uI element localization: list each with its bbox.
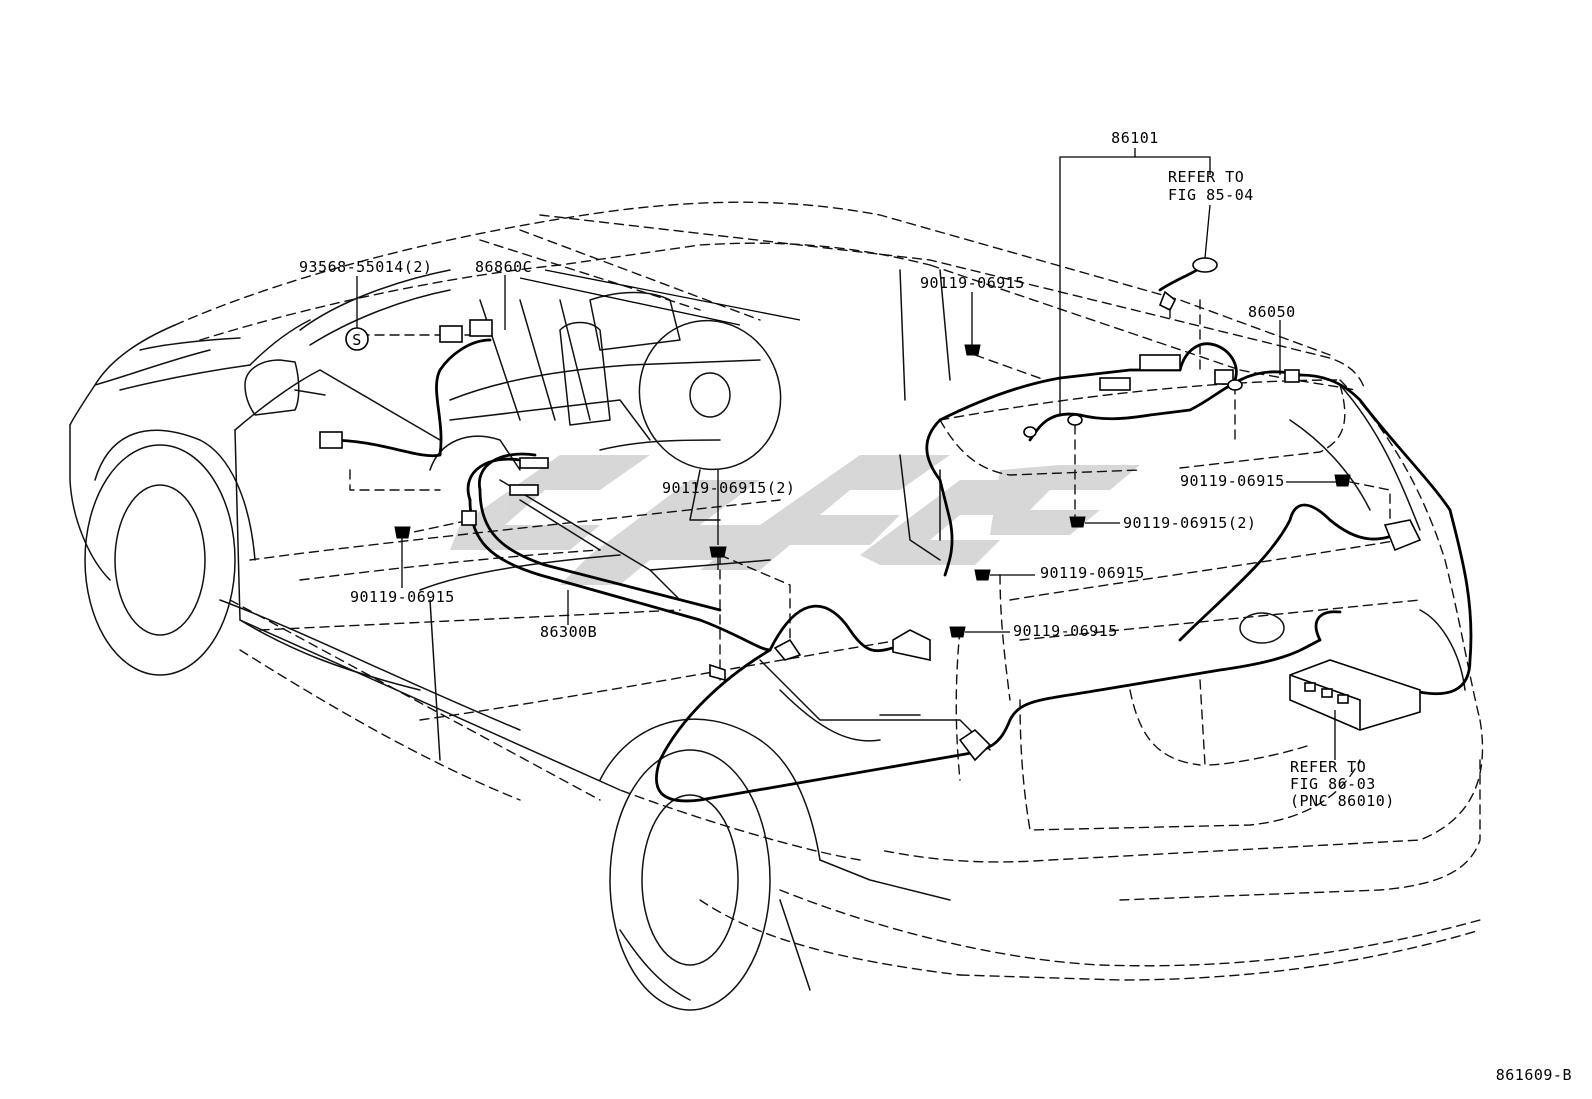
label-refer-bot-2: FIG 86-03 (1290, 775, 1376, 793)
circle-s-marker: S (345, 327, 369, 351)
label-86300b: 86300B (540, 623, 597, 641)
leader-lines (356, 148, 1340, 760)
label-90119-right: 90119-06915 (1180, 472, 1285, 490)
part-labels: 86101 REFER TO FIG 85-04 86050 93568-550… (299, 129, 1572, 1084)
label-86101: 86101 (1111, 129, 1159, 147)
label-93568: 93568-55014(2) (299, 258, 432, 276)
label-90119-roof: 90119-06915 (920, 274, 1025, 292)
brand-watermark (450, 455, 1140, 585)
antenna-feed-icon (1158, 257, 1218, 318)
label-refer-top-2: FIG 85-04 (1168, 186, 1254, 204)
label-90119-dash: 90119-06915(2) (662, 479, 795, 497)
clip-fastener-icon (964, 330, 981, 356)
label-86860c: 86860C (475, 258, 532, 276)
car-body-solid (69, 269, 1466, 1011)
figure-code: 861609-B (1496, 1066, 1572, 1084)
label-90119-left: 90119-06915 (350, 588, 455, 606)
label-90119-lower: 90119-06915 (1013, 622, 1118, 640)
label-90119-center: 90119-06915(2) (1123, 514, 1256, 532)
label-90119-pillar: 90119-06915 (1040, 564, 1145, 582)
label-86050: 86050 (1248, 303, 1296, 321)
circle-s-text: S (352, 331, 362, 349)
label-refer-bot-3: (PNC 86010) (1290, 792, 1395, 810)
label-refer-bot-1: REFER TO (1290, 758, 1366, 776)
parts: S (319, 257, 1422, 762)
amplifier-unit-icon (1289, 659, 1421, 731)
label-refer-top-1: REFER TO (1168, 168, 1244, 186)
